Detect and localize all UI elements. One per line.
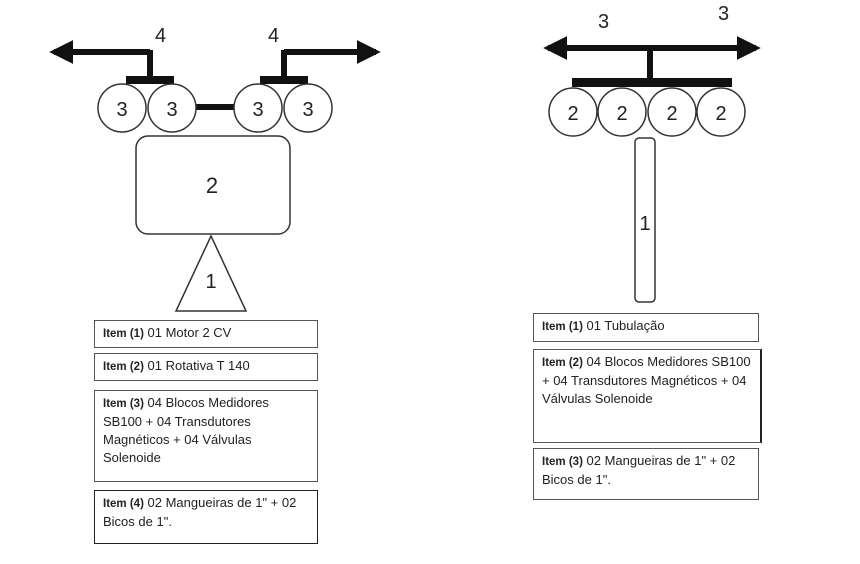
left-outlet-label-2: 4	[268, 25, 279, 47]
left-item-2-box: Item (2) 01 Rotativa T 140	[94, 353, 318, 381]
left-item-4-text: 02 Mangueiras de 1" + 02 Bicos de 1".	[103, 495, 297, 529]
pipe: 1	[634, 137, 656, 303]
left-outlet-left	[49, 40, 174, 84]
left-block-label-2: 3	[166, 99, 177, 121]
left-item-3-tag: Item (3)	[103, 398, 144, 410]
right-item-1-tag: Item (1)	[542, 321, 583, 333]
right-item-2-tag: Item (2)	[542, 357, 583, 369]
left-item-3-box: Item (3) 04 Blocos Medidores SB100 + 04 …	[94, 390, 318, 482]
right-block-3: 2	[647, 87, 697, 137]
right-block-label-4: 2	[715, 103, 726, 125]
right-item-3-tag: Item (3)	[542, 456, 583, 468]
left-item-1-box: Item (1) 01 Motor 2 CV	[94, 320, 318, 348]
left-item-2-text: 01 Rotativa T 140	[147, 358, 250, 373]
left-item-3-text: 04 Blocos Medidores SB100 + 04 Transduto…	[103, 395, 269, 465]
left-block-label-4: 3	[302, 99, 313, 121]
right-item-3-text: 02 Mangueiras de 1" + 02 Bicos de 1".	[542, 453, 736, 487]
motor-label: 1	[205, 271, 216, 293]
right-item-1-text: 01 Tubulação	[586, 318, 665, 333]
right-item-2-text: 04 Blocos Medidores SB100 + 04 Transduto…	[542, 354, 751, 406]
left-item-1-text: 01 Motor 2 CV	[147, 325, 232, 340]
left-outlet-label-1: 4	[155, 25, 166, 47]
left-block-1: 3	[97, 83, 147, 133]
left-block-label-1: 3	[116, 99, 127, 121]
left-item-2-tag: Item (2)	[103, 361, 144, 373]
left-block-label-3: 3	[252, 99, 263, 121]
right-block-label-2: 2	[616, 103, 627, 125]
right-item-3-box: Item (3) 02 Mangueiras de 1" + 02 Bicos …	[533, 448, 759, 500]
pipe-label: 1	[639, 213, 650, 235]
right-block-2: 2	[597, 87, 647, 137]
left-item-1-tag: Item (1)	[103, 328, 144, 340]
left-block-4: 3	[283, 83, 333, 133]
rotary-pump: 2	[135, 135, 291, 235]
right-outlet	[543, 36, 761, 87]
left-item-4-tag: Item (4)	[103, 498, 144, 510]
right-block-label-1: 2	[567, 103, 578, 125]
right-outlet-label-2: 3	[718, 3, 729, 25]
left-outlet-right	[260, 40, 381, 84]
right-item-1-box: Item (1) 01 Tubulação	[533, 313, 759, 342]
right-outlet-label-1: 3	[598, 11, 609, 33]
left-block-3: 3	[233, 83, 283, 133]
pump-label: 2	[206, 173, 218, 198]
right-block-1: 2	[548, 87, 598, 137]
left-block-2: 3	[147, 83, 197, 133]
right-block-4: 2	[696, 87, 746, 137]
motor-triangle: 1	[174, 234, 248, 312]
right-item-2-box: Item (2) 04 Blocos Medidores SB100 + 04 …	[533, 349, 762, 443]
left-item-4-box: Item (4) 02 Mangueiras de 1" + 02 Bicos …	[94, 490, 318, 544]
right-block-label-3: 2	[666, 103, 677, 125]
